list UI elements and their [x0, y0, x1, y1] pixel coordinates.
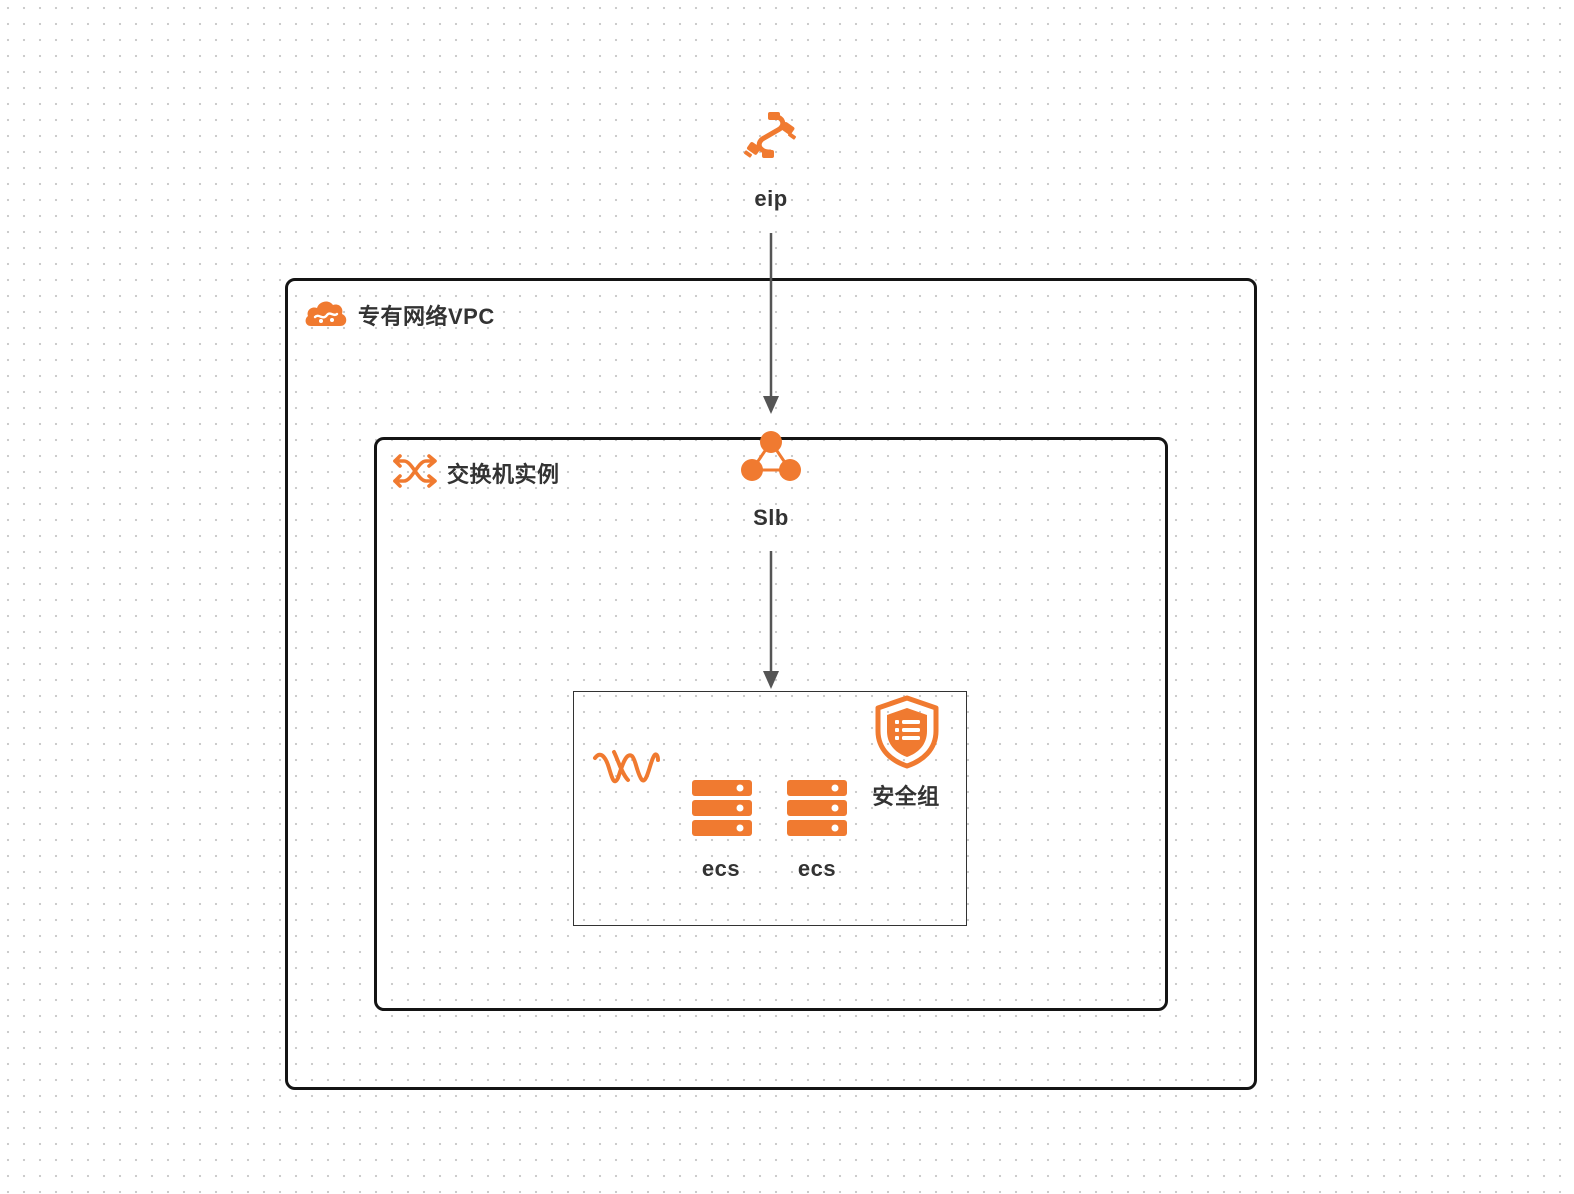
eip-connector-icon[interactable]	[740, 110, 802, 166]
vswitch-label: 交换机实例	[447, 462, 560, 487]
server-stack-icon[interactable]	[692, 780, 752, 836]
switch-shuffle-icon	[393, 454, 437, 488]
ecs-label: ecs	[797, 856, 837, 881]
eip-label: eip	[754, 186, 788, 211]
slb-triangle-icon[interactable]	[739, 430, 803, 484]
cloud-icon	[305, 301, 347, 326]
security-group[interactable]	[573, 691, 967, 926]
server-stack-icon[interactable]	[787, 780, 847, 836]
vpc-label: 专有网络VPC	[358, 304, 495, 329]
security-group-label: 安全组	[872, 784, 940, 809]
shield-list-icon	[875, 695, 939, 769]
wave-icon	[593, 750, 660, 784]
slb-label: Slb	[753, 505, 789, 530]
ecs-label: ecs	[701, 856, 741, 881]
